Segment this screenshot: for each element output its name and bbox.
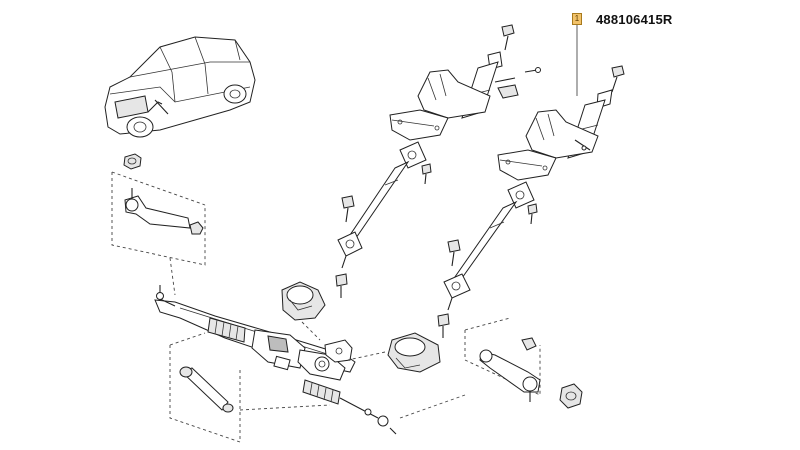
car-sedan-icon (104, 36, 256, 138)
steering-column-icon (335, 24, 541, 298)
part-number-label[interactable]: 488106415R (596, 12, 673, 27)
rack-bushing-upper (281, 281, 326, 341)
tie-rod-end-left-group (111, 153, 206, 296)
part-callout-marker[interactable]: 1 (572, 13, 582, 25)
steering-rack-icon (154, 285, 397, 435)
rack-bushing-right (347, 332, 441, 373)
inner-tie-rod-group (169, 332, 331, 443)
tie-rod-end-right-group (399, 317, 583, 419)
steering-column-icon-right (437, 65, 625, 338)
